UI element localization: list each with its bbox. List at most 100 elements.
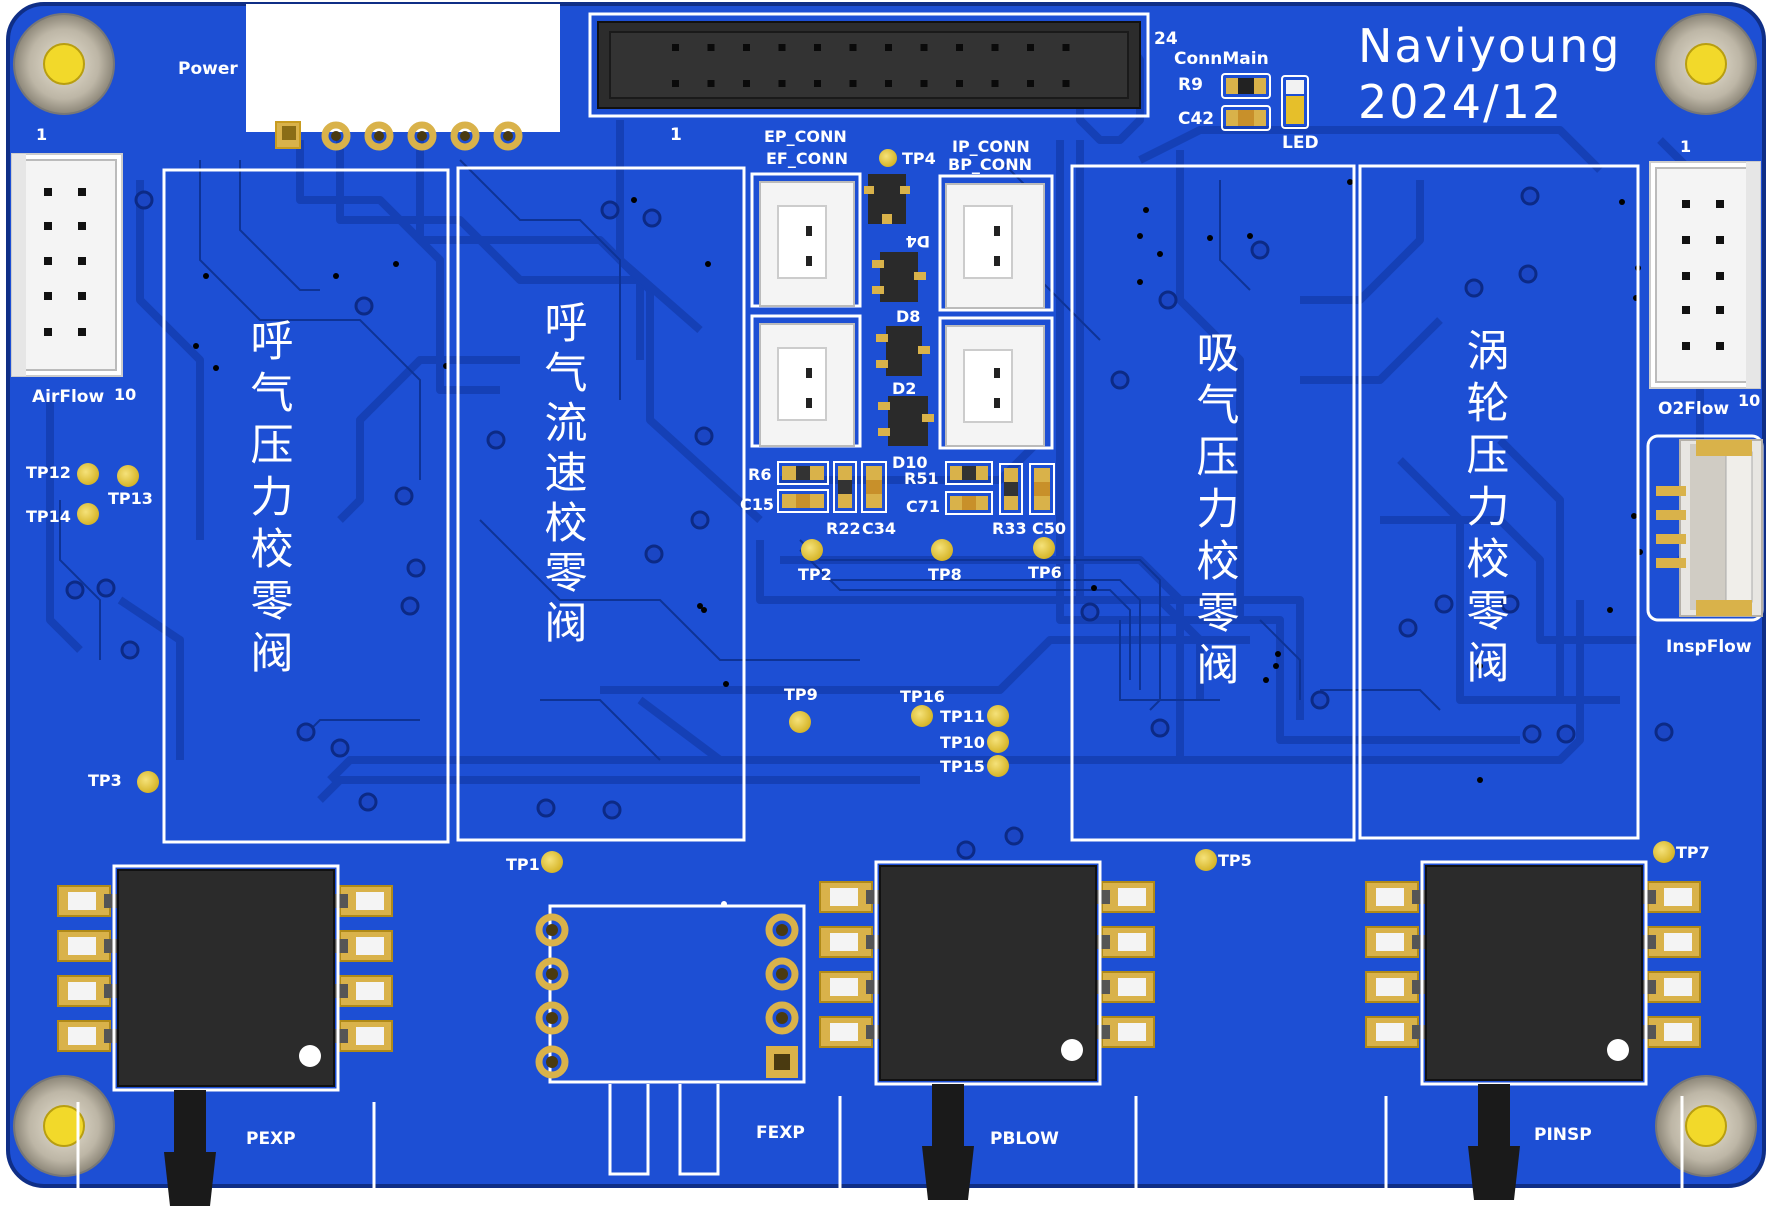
c15-label: C15 [740,495,774,514]
airflow-pin-last: 10 [114,385,136,404]
led-indicator [1281,75,1309,129]
header-pin [885,80,892,87]
c50-capacitor [1029,463,1055,515]
board-date: 2024/12 [1358,75,1563,129]
valve-label-glyph: 阀 [545,599,588,649]
header-pin [778,44,786,51]
valve-label-glyph: 零 [545,549,588,599]
header-pin [849,44,857,51]
airflow-pin-first: 1 [36,125,47,144]
header-pin [849,80,857,87]
tp3-label: TP3 [88,771,122,790]
o2flow-pin-last: 10 [1738,391,1760,410]
airflow-connector [11,153,123,377]
valve-label-glyph: 气 [545,349,588,399]
conn-main-pin-last: 24 [1154,29,1178,49]
tp10-label: TP10 [940,733,985,752]
d2-label: D2 [892,379,916,398]
valve-outline-2 [456,166,746,842]
header-pin [1062,80,1070,87]
mounting-hole-top-right [1655,13,1757,115]
d8-diode [876,326,930,376]
header-pin [778,80,786,87]
valve-label-glyph: 校 [1197,537,1240,587]
header-pin [707,44,715,51]
tp16-label: TP16 [900,687,945,706]
r22-label: R22 [826,519,861,538]
r6-resistor [777,461,829,485]
d8-label: D8 [896,307,920,326]
led-label: LED [1282,133,1319,153]
tp13-label: TP13 [108,489,153,508]
header-pin [814,80,821,87]
conn-main-header [588,12,1150,118]
c71-label: C71 [906,497,940,516]
valve-label-glyph: 气 [251,369,294,419]
header-pin [672,44,679,51]
mounting-hole-bottom-left [13,1075,115,1177]
header-pin [1027,44,1034,51]
valve-label-glyph: 气 [1197,381,1240,431]
r33-label: R33 [992,519,1027,538]
power-connector [246,4,560,151]
fexp-sensor [535,901,806,1176]
jst-ip-conn [938,174,1054,312]
valve-label-glyph: 阀 [251,629,294,679]
valve-label-glyph: 呼 [251,317,294,367]
header-pin [885,44,892,51]
valve-label-glyph: 校 [251,525,294,575]
r51-resistor [945,461,993,485]
header-pin [707,80,715,87]
r9-label: R9 [1178,75,1203,95]
tp8-label: TP8 [928,565,962,584]
tp9-label: TP9 [784,685,818,704]
header-pin [1062,44,1070,51]
header-pin [743,44,750,51]
header-pin [672,80,679,87]
tp4-pad [879,149,897,167]
header-pin [991,44,999,51]
header-pin [743,80,750,87]
valve-label-glyph: 流 [545,399,588,449]
jst-ef-conn [750,314,862,448]
pblow-label: PBLOW [990,1129,1059,1149]
o2flow-pin-first: 1 [1680,137,1691,156]
c42-label: C42 [1178,109,1214,129]
valve-outline-3 [1070,164,1356,842]
tp6-label: TP6 [1028,563,1062,582]
valve-label-glyph: 力 [1197,485,1240,535]
valve-label-glyph: 阀 [1197,641,1240,691]
header-pin [920,80,928,87]
header-pin [814,44,821,51]
inspflow-label: InspFlow [1666,637,1752,657]
valve-label-glyph: 呼 [545,299,588,349]
valve-label-glyph: 零 [1467,587,1510,637]
airflow-label: AirFlow [32,387,104,407]
r33-resistor [999,463,1023,515]
vias [65,186,1674,860]
tp4-label: TP4 [902,149,936,168]
pexp-label: PEXP [246,1129,296,1149]
tp5-label: TP5 [1218,851,1252,870]
d10-label: D10 [892,453,928,472]
board-title: Naviyoung [1358,19,1621,73]
pinsp-label: PINSP [1534,1125,1592,1145]
inspflow-connector [1646,434,1764,622]
tp4-diode [864,174,910,224]
c34-label: C34 [862,519,896,538]
header-pin [920,44,928,51]
r6-label: R6 [748,465,771,484]
tp12-label: TP12 [26,463,71,482]
r22-resistor [833,461,857,513]
mounting-hole-bottom-right [1655,1075,1757,1177]
c71-capacitor [945,491,993,515]
pexp-sensor [57,864,393,1206]
c50-label: C50 [1032,519,1066,538]
bp-conn-label: BP_CONN [948,155,1032,174]
ef-conn-label: EF_CONN [766,149,848,168]
c34-capacitor [861,461,887,513]
